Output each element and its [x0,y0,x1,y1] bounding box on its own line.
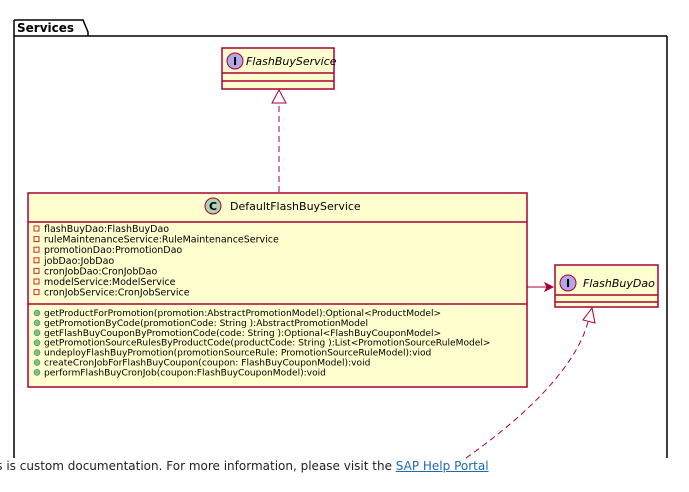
attribute-text: jobDao:JobDao [43,256,114,267]
realization-arrow-flash-buy-dao [465,306,596,459]
method-text: getProductForPromotion(promotion:Abstrac… [44,309,441,319]
attribute-row: cronJobService:CronJobService [33,288,190,299]
flash-buy-dao-interface[interactable]: I FlashBuyDao [554,264,659,308]
interface-stereotype-letter: I [233,55,237,68]
attribute-text: promotionDao:PromotionDao [44,245,182,256]
attribute-text: ruleMaintenanceService:RuleMaintenanceSe… [44,235,279,246]
method-row: getPromotionByCode(promotionCode: String… [33,319,368,329]
method-row: undeployFlashBuyPromotion(promotionSourc… [33,349,431,359]
default-flash-buy-service-class[interactable]: C DefaultFlashBuyService flashBuyDao:Fla… [27,192,528,388]
method-text: createCronJobForFlashBuyCoupon(coupon: F… [44,359,370,369]
method-row: getFlashBuyCouponByPromotionCode(code: S… [33,329,441,339]
private-visibility-icon [33,246,40,253]
method-text: getPromotionByCode(promotionCode: String… [44,319,368,329]
method-row: createCronJobForFlashBuyCoupon(coupon: F… [33,359,370,369]
method-text: performFlashBuyCronJob(coupon:FlashBuyCo… [44,368,326,378]
public-visibility-icon [33,339,41,346]
attribute-text: modelService:ModelService [44,277,176,288]
private-visibility-icon [33,278,40,285]
services-package: Services [13,19,668,458]
private-visibility-icon [33,257,40,264]
method-text: getPromotionSourceRulesByProductCode(pro… [44,339,491,349]
private-visibility-icon [33,236,40,243]
private-visibility-icon [33,289,40,296]
private-visibility-icon [33,267,40,274]
attribute-row: ruleMaintenanceService:RuleMaintenanceSe… [33,235,279,246]
interface-stereotype-icon [559,274,577,292]
interface-stereotype-letter: I [566,277,570,290]
footer-text: This is custom documentation. For more i… [0,459,396,473]
realization-arrow-flash-buy-service [271,88,287,192]
attribute-row: modelService:ModelService [33,277,176,288]
method-text: undeployFlashBuyPromotion(promotionSourc… [44,349,431,359]
method-row: performFlashBuyCronJob(coupon:FlashBuyCo… [33,368,326,378]
attribute-text: cronJobDao:CronJobDao [44,266,157,277]
sap-help-portal-link[interactable]: SAP Help Portal [395,459,489,473]
attribute-row: cronJobDao:CronJobDao [33,266,157,277]
attribute-row: jobDao:JobDao [33,256,114,267]
interface-stereotype-icon [226,52,244,70]
class-stereotype-letter: C [209,200,217,213]
class-name: DefaultFlashBuyService [230,200,361,213]
method-row: getProductForPromotion(promotion:Abstrac… [33,309,441,319]
class-stereotype-icon [204,197,222,215]
method-row: getPromotionSourceRulesByProductCode(pro… [33,339,491,349]
attribute-row: promotionDao:PromotionDao [33,245,182,256]
public-visibility-icon [33,349,41,356]
public-visibility-icon [33,309,41,317]
method-text: getFlashBuyCouponByPromotionCode(code: S… [44,329,441,339]
association-arrow-flash-buy-dao [527,281,555,293]
private-visibility-icon [33,225,40,232]
interface-name: FlashBuyDao [583,277,655,290]
public-visibility-icon [33,329,41,337]
attribute-text: cronJobService:CronJobService [44,288,190,299]
footer-note: This is custom documentation. For more i… [0,459,489,473]
attribute-text: flashBuyDao:FlashBuyDao [44,224,169,235]
attribute-row: flashBuyDao:FlashBuyDao [33,224,169,235]
flash-buy-service-interface[interactable]: I FlashBuyService [221,47,337,90]
package-title: Services [17,21,74,35]
interface-name: FlashBuyService [246,55,337,68]
public-visibility-icon [33,369,41,376]
public-visibility-icon [33,319,41,327]
public-visibility-icon [33,359,41,366]
